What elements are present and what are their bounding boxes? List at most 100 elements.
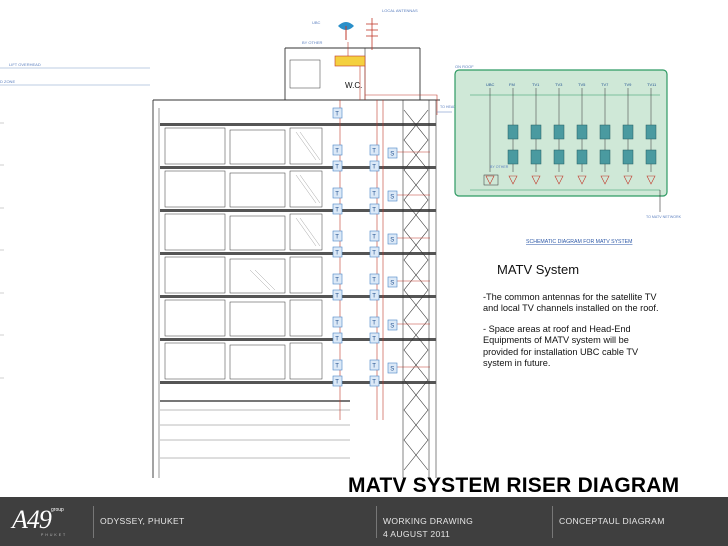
a49-logo-location: PHUKET: [41, 533, 68, 537]
tap-label: T: [335, 294, 339, 300]
tap-label: T: [335, 208, 339, 214]
splitter-box: S: [387, 233, 398, 245]
splitter-box: S: [387, 362, 398, 374]
head-end-equipment: [334, 55, 366, 67]
tap-box: T: [332, 230, 343, 242]
by-other-2-label: BY OTHER: [490, 165, 509, 169]
tap-label: T: [335, 380, 339, 386]
channel-label: FM: [509, 82, 515, 87]
tap-box: T: [369, 203, 380, 215]
tap-box: T: [332, 203, 343, 215]
tap-label: T: [372, 251, 376, 257]
tap-box: T: [369, 289, 380, 301]
drawing-date: 4 AUGUST 2011: [383, 529, 451, 539]
zone-label: D ZONE: [0, 79, 15, 84]
tap-box: T: [369, 246, 380, 258]
matv-description: -The common antennas for the satellite T…: [483, 292, 663, 378]
tap-label: T: [372, 380, 376, 386]
splitter-label: S: [390, 324, 394, 330]
project-name: ODYSSEY, PHUKET: [100, 516, 185, 526]
level-markers: [0, 122, 4, 379]
splitter-box: S: [387, 276, 398, 288]
tap-label: T: [335, 278, 339, 284]
channel-label: TV1: [532, 82, 540, 87]
tap-box: T: [332, 187, 343, 199]
tap-label: T: [372, 235, 376, 241]
tap-label: T: [372, 321, 376, 327]
antenna-mast-icon: [366, 18, 378, 50]
channel-label: TV11: [647, 82, 657, 87]
by-other-label: BY OTHER: [302, 40, 322, 45]
channel-column: FM: [507, 82, 519, 185]
tap-box: T: [369, 144, 380, 156]
drawing-stage: WORKING DRAWING: [383, 516, 474, 526]
a49-logo: A49: [12, 505, 52, 534]
tap-box: T: [332, 359, 343, 371]
tap-label: T: [335, 251, 339, 257]
splitter-box: S: [387, 147, 398, 159]
tap-box: T: [369, 187, 380, 199]
splitter-label: S: [390, 281, 394, 287]
to-matv-network-label: TO MATV NETWORK: [646, 215, 682, 219]
channel-column: TV1: [530, 82, 542, 185]
tap-label: T: [335, 337, 339, 343]
splitter-label: S: [390, 367, 394, 373]
tap-box: T: [369, 359, 380, 371]
tap-box: T: [332, 289, 343, 301]
tap-label: T: [372, 337, 376, 343]
matv-schematic: ON ROOF UBC FM TV1 TV3 TV5 TV7 TV9 TV11 BY OTHE…: [454, 64, 682, 245]
tap-box: T: [369, 332, 380, 344]
channel-label: UBC: [486, 82, 495, 87]
tap-box: T: [332, 375, 343, 387]
tap-box: T: [332, 160, 343, 172]
matv-system-heading: MATV System: [497, 262, 580, 277]
splitter-label: S: [390, 152, 394, 158]
splitter-label: S: [390, 195, 394, 201]
channel-label: TV9: [624, 82, 632, 87]
tap-box: T: [369, 273, 380, 285]
tap-box: T: [332, 107, 343, 119]
tap-box: T: [332, 273, 343, 285]
channel-column: TV7: [599, 82, 611, 185]
tap-box: T: [369, 160, 380, 172]
tap-box: T: [369, 316, 380, 328]
tap-label: T: [335, 112, 339, 118]
channel-column: TV9: [622, 82, 634, 185]
riser-shaft: [402, 100, 430, 478]
page-title: MATV SYSTEM RISER DIAGRAM: [348, 474, 680, 497]
channel-label: TV5: [578, 82, 586, 87]
channel-column: TV5: [576, 82, 588, 185]
wc-label: W.C.: [345, 81, 362, 90]
tap-label: T: [372, 208, 376, 214]
on-roof-label: ON ROOF: [455, 64, 474, 69]
channel-column: UBC: [485, 82, 495, 185]
tap-label: T: [372, 294, 376, 300]
tap-box: T: [369, 230, 380, 242]
channel-column: TV11: [645, 82, 657, 185]
diagram-type: CONCEPTAUL DIAGRAM: [559, 516, 665, 526]
footer-bar: A49 group PHUKET ODYSSEY, PHUKET WORKING…: [0, 497, 728, 546]
schematic-caption: SCHEMATIC DIAGRAM FOR MATV SYSTEM: [526, 239, 632, 245]
riser-drawing: LIFT OVERHEAD D ZONE: [0, 8, 682, 478]
tap-label: T: [335, 165, 339, 171]
tap-label: T: [372, 149, 376, 155]
local-antennas-label: LOCAL ANTENNAS: [382, 8, 418, 13]
tap-label: T: [335, 192, 339, 198]
description-paragraph-2: - Space areas at roof and Head-End Equip…: [483, 323, 639, 369]
building-section: [152, 47, 440, 478]
schematic-columns: UBC FM TV1 TV3 TV5 TV7 TV9 TV11: [485, 82, 657, 185]
footer-divider: [552, 506, 553, 538]
channel-column: TV3: [553, 82, 565, 185]
tap-label: T: [372, 192, 376, 198]
satellite-dish-icon: [338, 22, 354, 40]
lift-overhead-label: LIFT OVERHEAD: [9, 62, 41, 67]
tap-label: T: [335, 235, 339, 241]
tap-label: T: [372, 364, 376, 370]
channel-label: TV3: [555, 82, 563, 87]
footer-divider: [376, 506, 377, 538]
tap-label: T: [335, 149, 339, 155]
tap-label: T: [372, 165, 376, 171]
splitter-label: S: [390, 238, 394, 244]
tap-box: T: [369, 375, 380, 387]
